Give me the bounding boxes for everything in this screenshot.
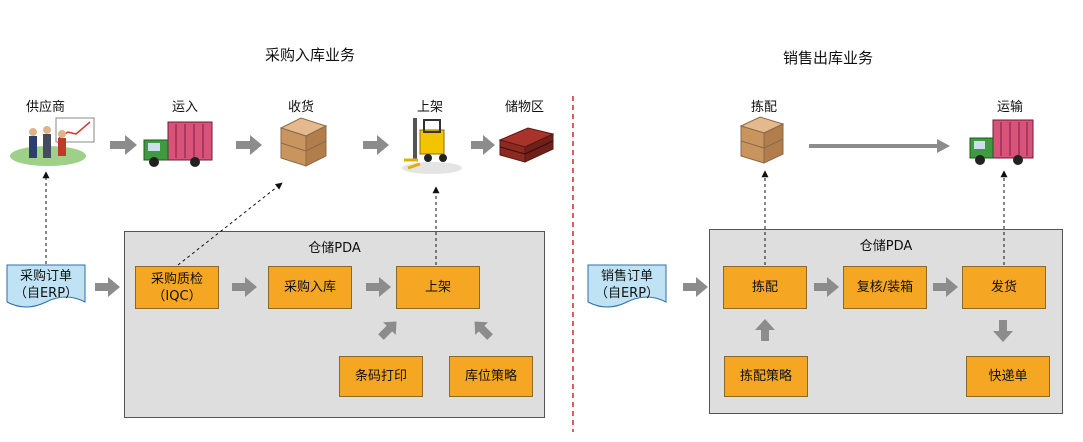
barcode-print-box[interactable]: 条码打印: [339, 356, 423, 397]
flow-arrow: [110, 135, 137, 155]
flow-arrow: [366, 277, 391, 297]
flow-arrow: [814, 277, 839, 297]
pallet-icon: [739, 116, 785, 164]
stage-storage-label: 储物区: [505, 100, 545, 115]
purchase-putaway-box[interactable]: 上架: [396, 266, 480, 309]
pallet-icon: [279, 117, 328, 167]
flow-arrow-diagonal: [378, 321, 397, 340]
supplier-icon: [10, 117, 95, 166]
stage-transport-in-label: 运入: [172, 100, 199, 115]
sales-pda-title: 仓储PDA: [859, 239, 913, 254]
flow-arrow-long: [809, 139, 950, 153]
flow-arrow-up: [755, 319, 775, 341]
flow-arrow: [236, 135, 262, 155]
sales-order-line1: 销售订单: [600, 269, 653, 284]
purchase-pda-title: 仓储PDA: [308, 241, 361, 256]
stage-picking-label: 拣配: [751, 100, 778, 115]
flow-arrow: [933, 277, 958, 297]
stage-shipping-label: 运输: [997, 100, 1024, 115]
flow-arrow: [471, 135, 495, 155]
sales-picking-box[interactable]: 拣配: [723, 266, 807, 309]
flow-arrow: [232, 277, 257, 297]
sales-title: 销售出库业务: [783, 49, 874, 67]
document-shape: [6, 264, 86, 308]
truck-icon: [969, 119, 1034, 165]
forklift-icon: [402, 118, 462, 174]
sales-order-doc[interactable]: 销售订单 （自ERP）: [587, 264, 667, 310]
purchase-title: 采购入库业务: [265, 46, 356, 64]
purchase-qc-box[interactable]: 采购质检 （IQC）: [135, 266, 219, 309]
stage-supplier-label: 供应商: [26, 100, 66, 115]
dispatch-box[interactable]: 发货: [962, 266, 1046, 309]
stage-putaway-label: 上架: [417, 100, 444, 115]
location-strategy-box[interactable]: 库位策略: [449, 356, 533, 397]
flow-arrow-diagonal: [474, 321, 493, 340]
truck-icon: [143, 121, 213, 167]
flow-arrow-down: [993, 320, 1013, 342]
review-pack-box[interactable]: 复核/装箱: [843, 266, 927, 309]
purchase-inbound-box[interactable]: 采购入库: [268, 266, 352, 309]
picking-strategy-box[interactable]: 拣配策略: [724, 356, 808, 397]
stage-receiving-label: 收货: [288, 100, 315, 115]
purchase-qc-line2: （IQC）: [152, 288, 202, 304]
flow-arrow: [683, 277, 708, 297]
purchase-qc-line1: 采购质检: [150, 271, 203, 287]
dashed-connector: [177, 182, 283, 266]
purchase-order-line1: 采购订单: [19, 269, 72, 284]
flow-arrow: [95, 277, 120, 297]
sales-order-line2: （自ERP）: [594, 286, 660, 301]
flow-arrow: [363, 135, 389, 155]
purchase-order-line2: （自ERP）: [13, 286, 79, 301]
storage-racks-icon: [498, 127, 555, 163]
express-slip-box[interactable]: 快递单: [966, 356, 1050, 397]
purchase-order-doc[interactable]: 采购订单 （自ERP）: [6, 264, 86, 310]
document-shape: [587, 264, 667, 308]
